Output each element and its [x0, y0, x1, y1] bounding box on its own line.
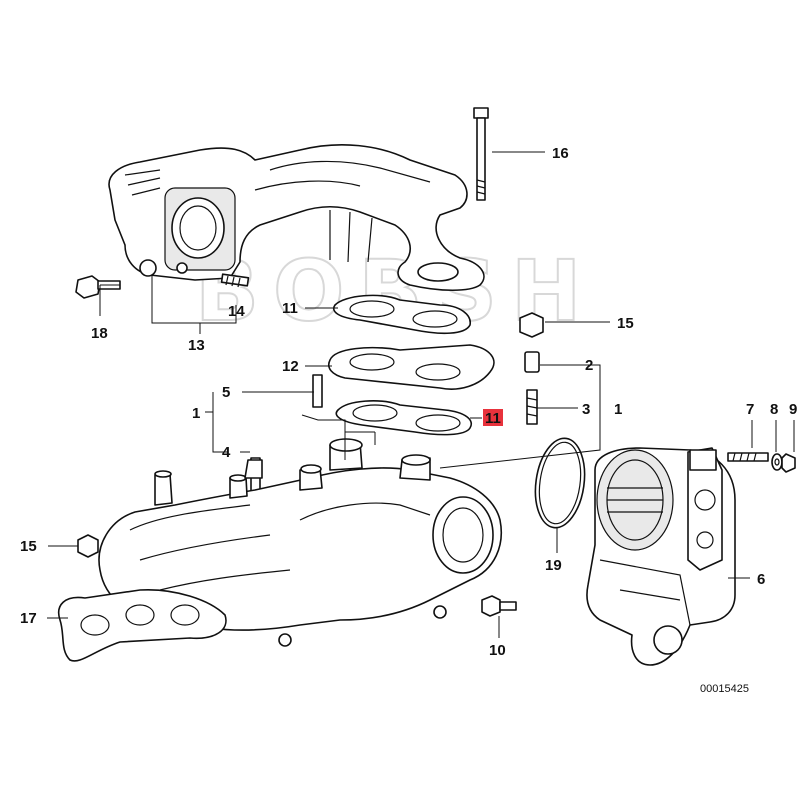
callout-labels: 16 18 14 13 11 15 12 2 5 1 11 3 1 4 7 8 …: [20, 145, 797, 695]
bolt-18: [75, 275, 121, 299]
callout-2: 2: [585, 357, 593, 374]
washer-8: [771, 453, 783, 471]
callout-7: 7: [746, 401, 754, 418]
callout-6: 6: [757, 571, 765, 588]
o-ring-19: [534, 437, 586, 529]
throttle-body-6: [586, 447, 736, 666]
callout-16: 16: [552, 145, 569, 162]
nut-15-lower: [77, 534, 99, 558]
leader-lines: [47, 151, 795, 638]
highlight-box: [483, 409, 503, 426]
stud-5: [312, 374, 323, 408]
callout-5: 5: [222, 384, 230, 401]
sleeve-3: [526, 389, 538, 425]
lower-intake-manifold: [98, 438, 502, 647]
upper-intake-manifold: [108, 144, 485, 291]
callout-9: 9: [789, 401, 797, 418]
callout-8: 8: [770, 401, 778, 418]
gasket-11-upper: [333, 294, 471, 335]
callout-11-upper: 11: [282, 300, 298, 317]
callout-18: 18: [91, 325, 108, 342]
callout-14: 14: [228, 303, 245, 320]
gasket-17: [58, 589, 227, 662]
bolt-10: [481, 595, 517, 617]
callout-11-highlighted: 11: [485, 410, 501, 427]
callout-3: 3: [582, 401, 590, 418]
bolt-16: [473, 107, 489, 201]
callout-13: 13: [188, 337, 205, 354]
callout-15-upper: 15: [617, 315, 634, 332]
callout-10: 10: [489, 642, 506, 659]
nut-15-upper: [519, 312, 544, 338]
nut-9: [781, 453, 796, 473]
callout-19: 19: [545, 557, 562, 574]
callout-17: 17: [20, 610, 37, 627]
spacer-2: [524, 351, 540, 373]
callout-15-lower: 15: [20, 538, 37, 555]
stud-14: [220, 273, 250, 288]
callout-12: 12: [282, 358, 299, 375]
intermediate-plate-12: [328, 344, 495, 390]
callout-1-right: 1: [614, 401, 622, 418]
callout-4: 4: [222, 444, 231, 461]
gasket-11-lower: [335, 400, 472, 436]
callout-1-left: 1: [192, 405, 200, 422]
bolt-7: [727, 452, 769, 462]
catalog-number: 00015425: [700, 683, 749, 695]
